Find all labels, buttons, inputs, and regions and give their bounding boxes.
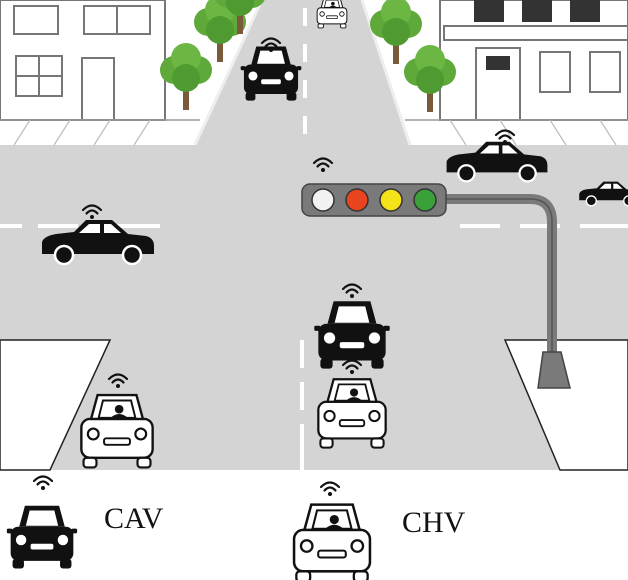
sidewalk-bottom-right <box>503 339 628 471</box>
legend-cav-label: CAV <box>104 502 164 535</box>
building-right-icon <box>439 0 628 121</box>
road-surface <box>0 0 628 470</box>
lane-markings <box>0 8 628 470</box>
traffic-light-icon <box>301 183 571 389</box>
building-left-icon <box>0 0 166 121</box>
legend-chv-label: CHV <box>402 506 466 539</box>
sidewalk-bottom-left <box>0 339 112 471</box>
